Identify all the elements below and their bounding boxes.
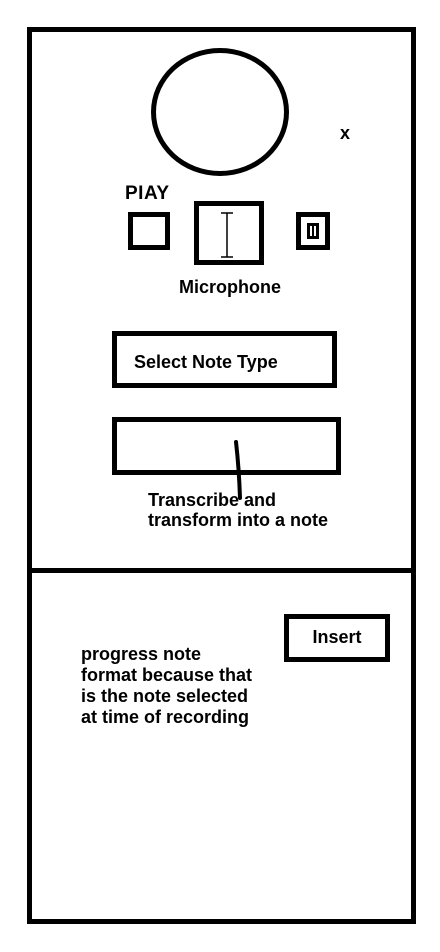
recording-visualizer-circle [151, 48, 289, 176]
generated-note-text: progress note format because that is the… [81, 644, 253, 727]
app-window-frame [27, 27, 416, 924]
select-note-type-button[interactable]: Select Note Type [112, 331, 337, 388]
select-note-type-label: Select Note Type [134, 352, 278, 372]
transcribe-label: Transcribe and transform into a note [148, 490, 329, 530]
insert-button[interactable]: Insert [284, 614, 390, 662]
insert-label: Insert [312, 627, 362, 647]
microphone-icon [221, 212, 233, 258]
close-button[interactable]: x [340, 123, 351, 143]
microphone-label: Microphone [179, 277, 281, 297]
transcribe-button[interactable] [112, 417, 341, 475]
play-button[interactable] [128, 212, 170, 250]
microphone-button[interactable] [194, 201, 264, 265]
section-divider [27, 568, 416, 573]
pause-icon [307, 223, 319, 239]
pointer-line [234, 440, 242, 500]
pause-button[interactable] [296, 212, 330, 250]
play-label: PIAY [125, 183, 170, 204]
